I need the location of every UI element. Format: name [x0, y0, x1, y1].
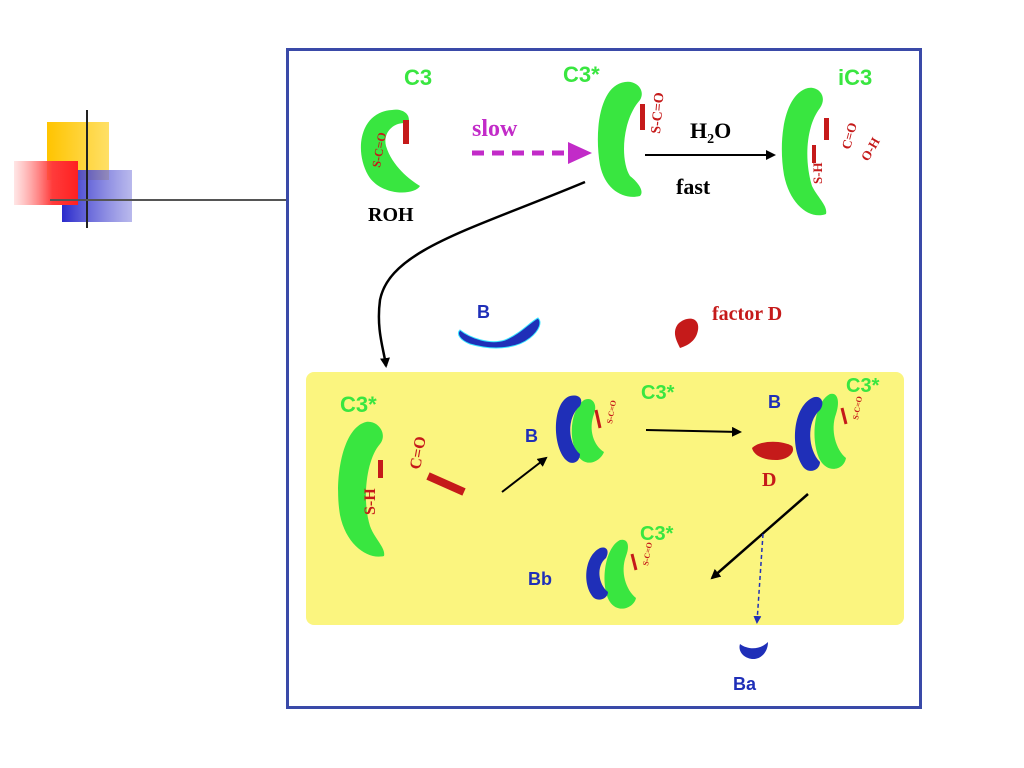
ba-label: Ba [733, 674, 757, 694]
ic3-bond-bar-top [824, 118, 829, 140]
c3bd-complex-blue [794, 396, 823, 471]
b-label-complex-d: B [768, 392, 781, 412]
c3bb-complex-blue [586, 547, 608, 600]
deco-red-square [14, 161, 78, 205]
c3-star-bond-label-top: S-C=O [649, 92, 668, 135]
c3-star-label-top: C3* [563, 62, 600, 87]
ic3-bond-label-oh: O-H [858, 135, 883, 164]
ba-fragment-shape [739, 642, 768, 660]
c3-star-label-complex: C3* [641, 382, 675, 404]
factor-d-shape-free [674, 318, 699, 348]
curved-arrow-to-box [377, 180, 586, 368]
c3bb-complex-bond [630, 553, 638, 571]
c3bd-complex-bond [840, 407, 848, 425]
fast-label: fast [676, 174, 711, 199]
h2o-label: H2O [690, 118, 731, 147]
roh-label: ROH [368, 204, 414, 226]
arrow-to-bb [710, 493, 809, 580]
c3b-complex-bond [594, 409, 602, 429]
ic3-bond-bar-bottom [812, 145, 816, 163]
arrow-to-ba [753, 533, 764, 624]
factor-d-shape-bound [752, 441, 794, 460]
factor-b-label-free: B [477, 302, 490, 322]
c3-bond-bar [403, 120, 409, 144]
c3-star-label-complex-d: C3* [846, 375, 880, 397]
c3-star-label-box: C3* [340, 392, 377, 417]
thick-bond-bar-box [426, 472, 466, 496]
sh-bond-bar-box [378, 460, 383, 478]
c3-star-protein-shape-top [597, 81, 642, 197]
arrow-to-b-binding [501, 456, 548, 493]
carbonyl-bond-label-box: C=O [407, 435, 429, 471]
arrow-to-factor-d [645, 426, 742, 437]
c3-bond-label: S-C=O [369, 131, 389, 168]
c3-star-protein-shape-box [338, 421, 385, 557]
c3-star-label-bb: C3* [640, 523, 674, 545]
decorative-squares [14, 110, 290, 228]
c3b-complex-blue [555, 395, 582, 463]
b-label-complex: B [525, 426, 538, 446]
convertase-formation-box [306, 372, 904, 625]
slow-arrow-head [568, 142, 592, 164]
ic3-label: iC3 [838, 65, 872, 90]
slow-label: slow [472, 116, 518, 142]
c3bb-complex-green [604, 539, 636, 609]
factor-d-label-free: factor D [712, 303, 782, 325]
c3bd-complex-green [814, 393, 846, 469]
c3-star-bond-bar-top [640, 104, 645, 130]
c3bd-complex-bond-label: S-C=O [851, 395, 864, 420]
c3-protein-shape [360, 109, 420, 193]
c3bb-complex-bond-label: S-C=O [641, 541, 654, 566]
c3-label: C3 [404, 65, 432, 90]
ic3-protein-shape [781, 87, 827, 216]
factor-b-shape-free [457, 317, 541, 349]
bb-label: Bb [528, 569, 552, 589]
sh-bond-label-box: S-H [362, 488, 379, 515]
c3b-complex-bond-label: S-C=O [605, 399, 618, 424]
factor-d-label-bound: D [762, 469, 776, 491]
ic3-bond-label-co: C=O [838, 121, 859, 151]
ic3-bond-label-sh: S-H [810, 162, 825, 184]
c3b-complex-green [571, 398, 604, 463]
